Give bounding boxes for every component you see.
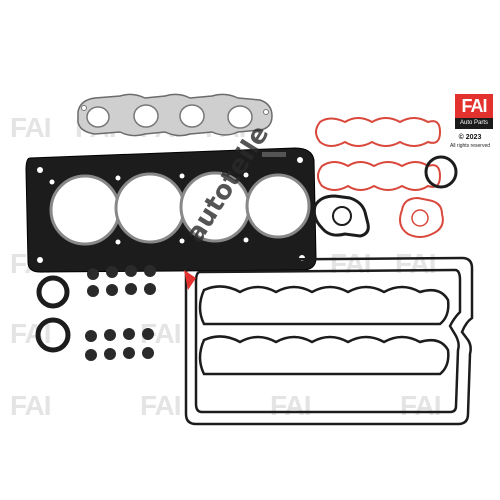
valve-cover-gasket — [184, 256, 474, 426]
logo-main-text: FAI — [455, 94, 493, 118]
intake-manifold-gasket-upper — [315, 117, 442, 147]
exhaust-manifold-gasket — [77, 93, 273, 137]
cylinder-head-gasket — [25, 147, 317, 273]
water-outlet-gasket — [312, 194, 370, 238]
watermark-text: FAI — [270, 390, 312, 421]
red-marker-shape — [184, 270, 196, 290]
oil-seal-lower — [35, 317, 71, 353]
o-ring — [424, 155, 458, 189]
watermark-text: FAI — [395, 248, 437, 279]
watermark-text: FAI — [10, 390, 52, 421]
brand-logo: FAI Auto Parts — [455, 94, 493, 130]
logo-sub-text: Auto Parts — [455, 118, 493, 129]
copyright-text: © 2023 — [458, 134, 482, 141]
watermark-text: FAI — [330, 248, 372, 279]
valve-stem-seals-upper — [87, 265, 156, 297]
watermark-text: FAI — [10, 112, 52, 143]
valve-stem-seals-lower — [85, 328, 154, 361]
intake-manifold-gasket-lower — [317, 161, 442, 191]
rights-text: All rights reserved — [449, 143, 490, 149]
thermostat-gasket-red — [399, 196, 444, 238]
watermark-text: FAI — [400, 390, 442, 421]
watermark-text: FAI — [140, 390, 182, 421]
oil-seal-upper — [36, 275, 70, 309]
